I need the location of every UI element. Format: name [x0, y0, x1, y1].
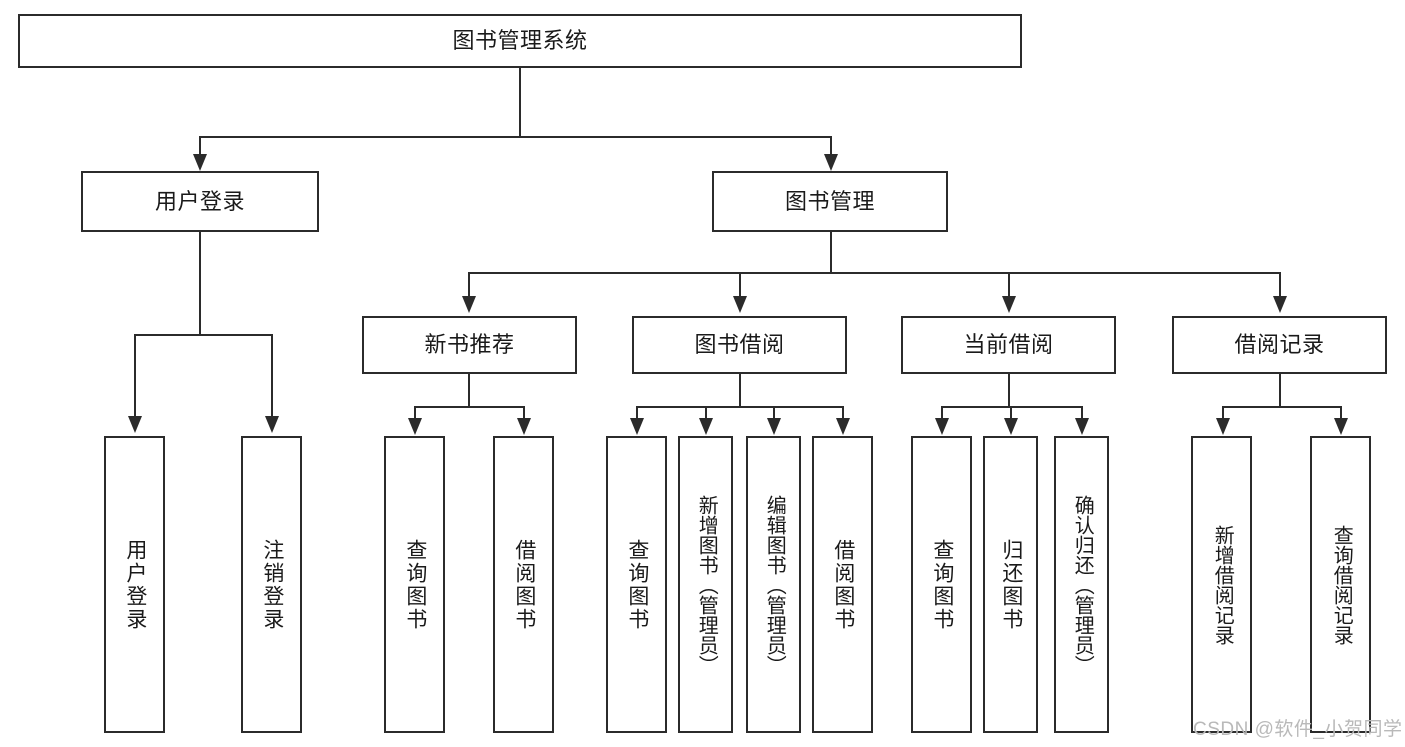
arrow-book-borrow-leaf-1	[630, 418, 644, 435]
edge-new-book-stem	[468, 374, 470, 406]
node-borrow-record[interactable]: 借阅记录	[1172, 316, 1387, 374]
node-label: 查询图书	[930, 538, 954, 631]
arrow-book-borrow-leaf-2	[699, 418, 713, 435]
edge-root-stem	[519, 68, 521, 136]
arrow-user-login-leaf-2	[265, 416, 279, 433]
node-label: 图书借阅	[694, 332, 785, 358]
edge-drop-borrow-record-leaf-2	[1340, 406, 1342, 420]
edge-drop-book-borrow-leaf-3	[773, 406, 775, 420]
arrow-user-login	[193, 154, 207, 171]
leaf-logout[interactable]: 注销登录	[241, 436, 302, 733]
node-new-book-recommend[interactable]: 新书推荐	[362, 316, 577, 374]
arrow-level3-current-borrow	[1002, 296, 1016, 313]
edge-book-management-stem	[830, 232, 832, 272]
edge-drop-user-login-leaf-2	[271, 334, 273, 418]
node-label: 编辑图书（管理员）	[763, 494, 786, 675]
arrow-new-book-leaf-2	[517, 418, 531, 435]
leaf-query-book-borrow[interactable]: 查询图书	[606, 436, 667, 733]
edge-drop-borrow-record-leaf-1	[1222, 406, 1224, 420]
node-book-borrow[interactable]: 图书借阅	[632, 316, 847, 374]
edge-drop-book-borrow-leaf-1	[636, 406, 638, 420]
edge-level2-drop-book-management	[830, 136, 832, 158]
edge-book-borrow-bus	[636, 406, 843, 408]
leaf-query-book-current[interactable]: 查询图书	[911, 436, 972, 733]
edge-drop-user-login-leaf-1	[134, 334, 136, 418]
arrow-user-login-leaf-1	[128, 416, 142, 433]
edge-level2-drop-user-login	[199, 136, 201, 158]
arrow-level3-borrow-record	[1273, 296, 1287, 313]
arrow-current-borrow-leaf-3	[1075, 418, 1089, 435]
arrow-book-borrow-leaf-4	[836, 418, 850, 435]
node-label: 新增图书（管理员）	[695, 494, 718, 675]
leaf-user-login[interactable]: 用户登录	[104, 436, 165, 733]
edge-drop-current-borrow-leaf-3	[1081, 406, 1083, 420]
node-label: 新增借阅记录	[1211, 524, 1234, 645]
edge-drop-level3-4	[1279, 272, 1281, 298]
edge-drop-level3-1	[468, 272, 470, 298]
edge-user-login-stem	[199, 232, 201, 334]
node-book-management[interactable]: 图书管理	[712, 171, 948, 232]
edge-borrow-record-bus	[1222, 406, 1341, 408]
node-label: 确认归还（管理员）	[1071, 494, 1094, 675]
node-label: 当前借阅	[963, 332, 1054, 358]
node-root-book-management-system[interactable]: 图书管理系统	[18, 14, 1022, 68]
node-label: 用户登录	[154, 188, 245, 214]
leaf-borrow-book-recommend[interactable]: 借阅图书	[493, 436, 554, 733]
arrow-borrow-record-leaf-1	[1216, 418, 1230, 435]
arrow-book-borrow-leaf-3	[767, 418, 781, 435]
node-label: 查询借阅记录	[1330, 524, 1353, 645]
edge-new-book-bus	[414, 406, 524, 408]
arrow-level3-new-book	[462, 296, 476, 313]
node-label: 新书推荐	[424, 332, 515, 358]
arrow-book-management	[824, 154, 838, 171]
edge-level3-bus	[468, 272, 1280, 274]
leaf-query-book-recommend[interactable]: 查询图书	[384, 436, 445, 733]
edge-current-borrow-stem	[1008, 374, 1010, 406]
leaf-return-book[interactable]: 归还图书	[983, 436, 1038, 733]
edge-drop-new-book-leaf-1	[414, 406, 416, 420]
edge-drop-level3-2	[739, 272, 741, 298]
arrow-borrow-record-leaf-2	[1334, 418, 1348, 435]
arrow-level3-book-borrow	[733, 296, 747, 313]
arrow-current-borrow-leaf-2	[1004, 418, 1018, 435]
edge-drop-book-borrow-leaf-2	[705, 406, 707, 420]
watermark-text: CSDN @软件_小贺同学	[1193, 719, 1403, 740]
edge-level2-bus	[199, 136, 831, 138]
edge-drop-new-book-leaf-2	[523, 406, 525, 420]
leaf-borrow-book[interactable]: 借阅图书	[812, 436, 873, 733]
csdn-watermark: CSDN @软件_小贺同学	[1193, 714, 1402, 741]
node-label: 查询图书	[403, 538, 427, 631]
leaf-add-book-admin[interactable]: 新增图书（管理员）	[678, 436, 733, 733]
edge-user-login-bus	[134, 334, 272, 336]
edge-borrow-record-stem	[1279, 374, 1281, 406]
edge-drop-level3-3	[1008, 272, 1010, 298]
node-label: 借阅图书	[831, 538, 855, 631]
leaf-confirm-return-admin[interactable]: 确认归还（管理员）	[1054, 436, 1109, 733]
node-label: 查询图书	[625, 538, 649, 631]
node-label: 归还图书	[999, 538, 1023, 631]
edge-drop-book-borrow-leaf-4	[842, 406, 844, 420]
node-label: 借阅记录	[1234, 332, 1325, 358]
node-user-login[interactable]: 用户登录	[81, 171, 319, 232]
edge-book-borrow-stem	[739, 374, 741, 406]
node-label: 注销登录	[260, 538, 284, 631]
node-label: 图书管理	[784, 188, 875, 214]
node-label: 借阅图书	[512, 538, 536, 631]
node-label: 用户登录	[123, 538, 147, 631]
arrow-current-borrow-leaf-1	[935, 418, 949, 435]
leaf-add-borrow-record[interactable]: 新增借阅记录	[1191, 436, 1252, 733]
edge-drop-current-borrow-leaf-2	[1010, 406, 1012, 420]
arrow-new-book-leaf-1	[408, 418, 422, 435]
node-label: 图书管理系统	[452, 28, 588, 54]
edge-drop-current-borrow-leaf-1	[941, 406, 943, 420]
node-current-borrow[interactable]: 当前借阅	[901, 316, 1116, 374]
leaf-query-borrow-record[interactable]: 查询借阅记录	[1310, 436, 1371, 733]
leaf-edit-book-admin[interactable]: 编辑图书（管理员）	[746, 436, 801, 733]
